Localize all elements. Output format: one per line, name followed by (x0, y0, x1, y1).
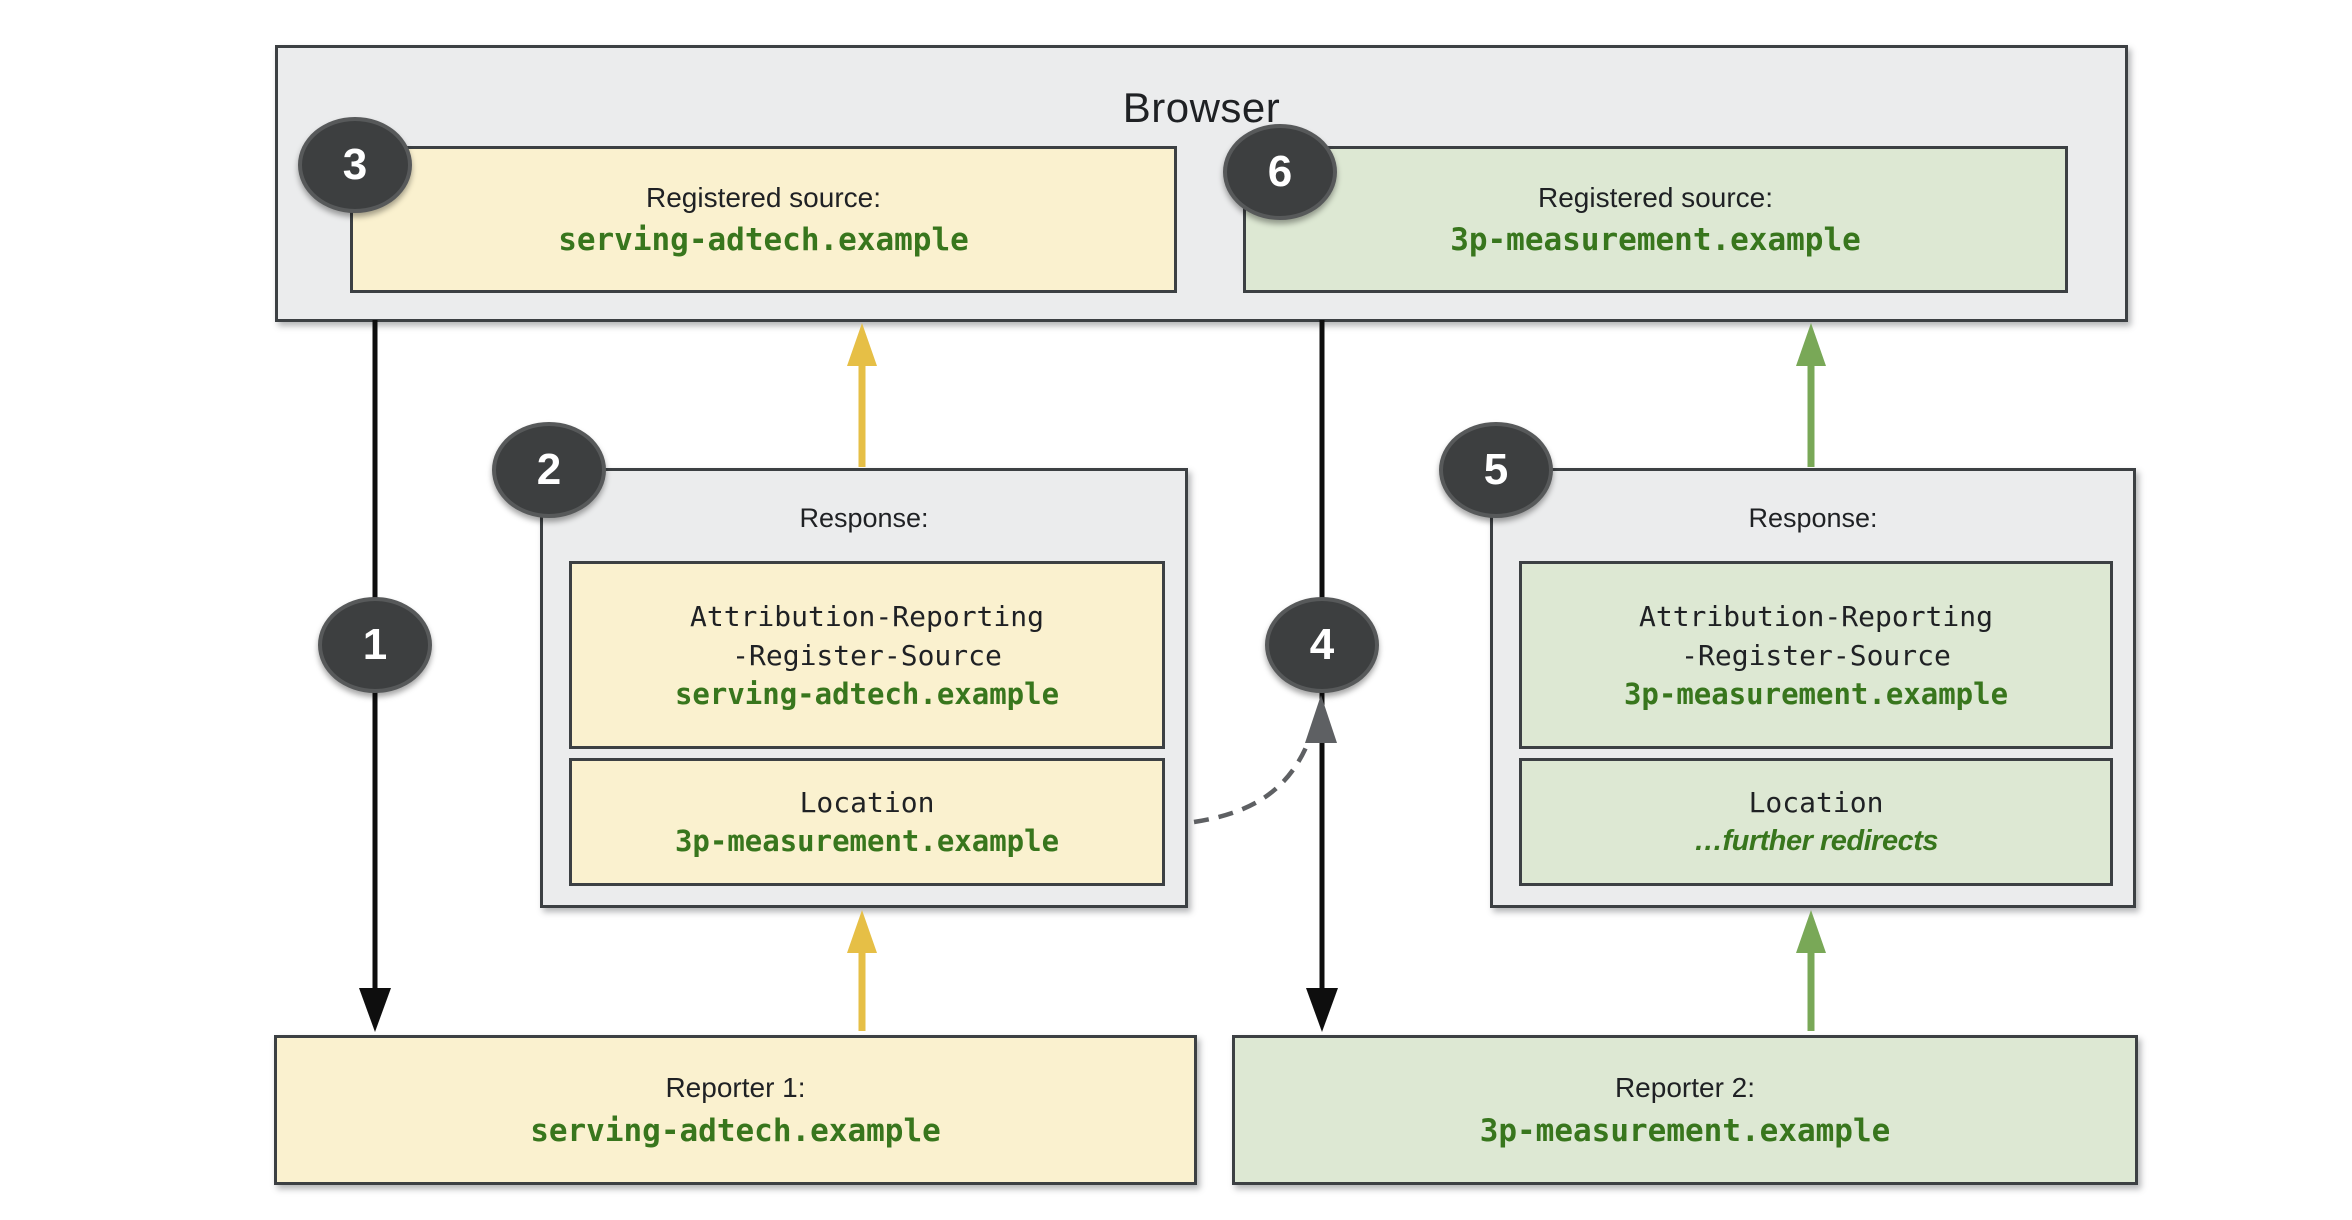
header-value: serving-adtech.example (674, 676, 1060, 711)
reporter-label: Reporter 1: (665, 1071, 806, 1103)
dashed-redirect-arrow (1193, 695, 1337, 825)
step-badge-2: 2 (492, 422, 606, 518)
registered-source-label: Registered source: (645, 181, 881, 213)
header-line: Location (1748, 786, 1884, 819)
step-badge-3: 3 (298, 117, 412, 213)
arrow-reporter2-to-response2 (1796, 910, 1826, 1031)
arrow-response2-to-browser (1796, 323, 1826, 467)
location-header-3p: Location …further redirects (1519, 758, 2113, 886)
location-header-adtech: Location 3p-measurement.example (569, 758, 1165, 886)
step-badge-4: 4 (1265, 597, 1379, 693)
arrow-reporter1-to-response1 (847, 910, 877, 1031)
response-title: Response: (799, 503, 929, 533)
header-value-further-redirects: …further redirects (1693, 825, 1939, 857)
response-box-adtech: Response: Attribution-Reporting -Registe… (540, 468, 1188, 908)
register-source-header-3p: Attribution-Reporting -Register-Source 3… (1519, 561, 2113, 749)
step-badge-1: 1 (318, 597, 432, 693)
reporter-1-box: Reporter 1: serving-adtech.example (274, 1035, 1197, 1185)
register-source-header-adtech: Attribution-Reporting -Register-Source s… (569, 561, 1165, 749)
arrow-response1-to-browser (847, 323, 877, 467)
reporter-domain: serving-adtech.example (530, 1112, 941, 1149)
response-box-3p: Response: Attribution-Reporting -Registe… (1490, 468, 2136, 908)
registered-source-label: Registered source: (1537, 181, 1773, 213)
step-badge-5: 5 (1439, 422, 1553, 518)
reporter-domain: 3p-measurement.example (1479, 1112, 1891, 1149)
header-value: 3p-measurement.example (674, 824, 1060, 858)
header-line: Location (799, 786, 935, 819)
response-title: Response: (1748, 503, 1878, 533)
registered-source-domain: 3p-measurement.example (1450, 221, 1861, 258)
header-line: Attribution-Reporting (1638, 599, 1993, 633)
header-line: -Register-Source (732, 638, 1002, 672)
reporter-2-box: Reporter 2: 3p-measurement.example (1232, 1035, 2138, 1185)
step-badge-6: 6 (1223, 124, 1337, 220)
browser-title: Browser (1122, 84, 1281, 131)
browser-box: Browser Registered source: serving-adtec… (275, 45, 2128, 322)
registered-source-box-adtech: Registered source: serving-adtech.exampl… (350, 146, 1177, 293)
header-line: -Register-Source (1681, 638, 1951, 672)
registered-source-domain: serving-adtech.example (558, 221, 969, 258)
reporter-label: Reporter 2: (1614, 1071, 1756, 1103)
registered-source-box-3p: Registered source: 3p-measurement.exampl… (1243, 146, 2068, 293)
header-line: Attribution-Reporting (689, 599, 1044, 633)
header-value: 3p-measurement.example (1623, 676, 2009, 711)
